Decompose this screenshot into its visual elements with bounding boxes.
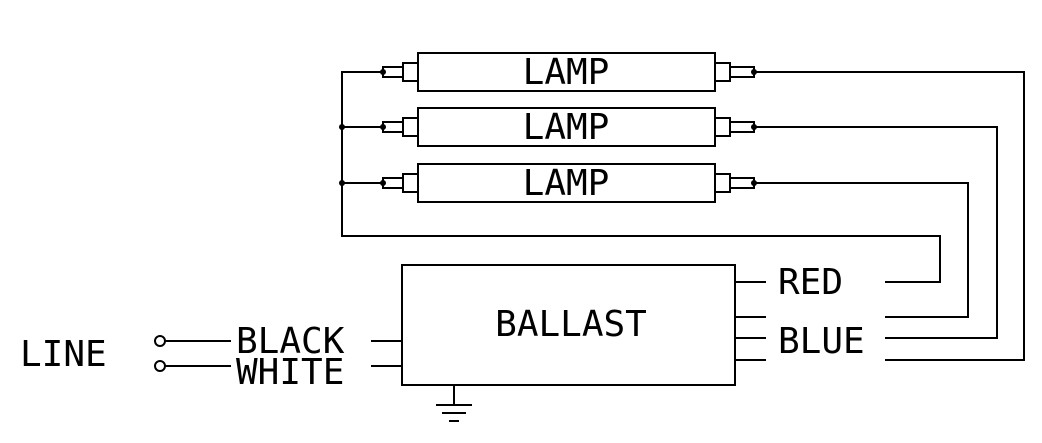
red-lead-label: RED [778, 262, 843, 303]
lamp-2-label: LAMP [523, 107, 610, 148]
lamp-2-tube [417, 107, 716, 147]
white-lead-label: WHITE [236, 352, 344, 393]
black-lead-label: BLACK [236, 321, 345, 362]
ballast-label: BALLAST [495, 304, 647, 345]
blue-wire-lamp-3 [753, 182, 969, 318]
lamp-3-left-pins [380, 173, 419, 193]
line-terminal-white [154, 360, 166, 372]
blue-lead-label: BLUE [778, 321, 865, 362]
ballast-box [401, 264, 736, 386]
line-terminal-black [154, 335, 166, 347]
lamp-3-label: LAMP [523, 163, 610, 204]
blue-wire-lamp-2 [753, 126, 998, 339]
line-label: LINE [20, 334, 107, 375]
lamp-3-right-pins [714, 173, 757, 193]
line-terminals [154, 335, 231, 372]
lamp-2-right-pins [714, 117, 757, 137]
ground-icon [436, 384, 472, 422]
lamp-1-right-pins [714, 62, 757, 82]
lamp-1: LAMP [380, 52, 757, 93]
lamp-1-left-pins [380, 62, 419, 82]
red-common-wire [339, 71, 941, 283]
lamp-1-label: LAMP [523, 52, 610, 93]
blue-wire-lamp-1 [753, 71, 1025, 361]
lamp-3: LAMP [380, 163, 757, 204]
lamp-2-left-pins [380, 117, 419, 137]
ballast: BALLAST [371, 264, 766, 386]
lamp-2: LAMP [380, 107, 757, 148]
